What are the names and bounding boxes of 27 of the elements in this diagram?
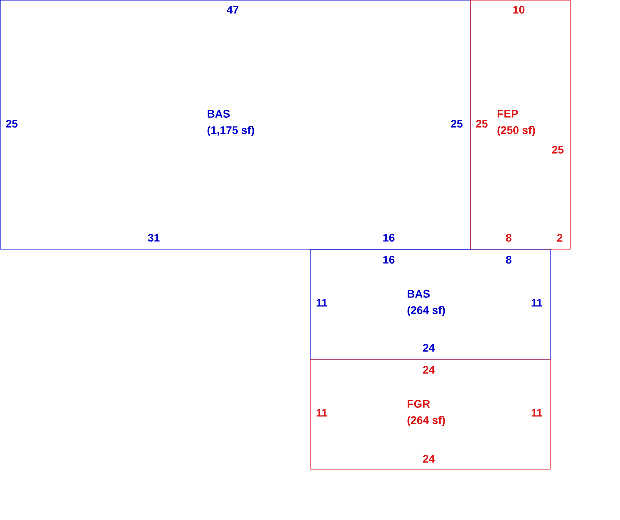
room-name: FEP [498,110,518,118]
dimension-label: 25 [6,120,18,128]
dimension-label: 8 [506,256,512,264]
dimension-label: 24 [423,455,436,463]
room-area: (264 sf) [408,416,446,426]
dimension-label: 16 [384,256,395,264]
dimension-label: 24 [423,366,436,374]
room-area: (264 sf) [408,306,446,316]
dimension-label: 11 [532,409,542,417]
dimension-label: 8 [506,234,512,242]
dimension-label: 47 [227,6,239,14]
dimension-label: 16 [384,234,395,242]
room-area: (1,175 sf) [208,126,254,136]
dimension-label: 25 [552,146,564,154]
dimension-label: 25 [476,120,488,128]
dimension-label: 11 [316,409,328,417]
dimension-label: 25 [451,120,463,128]
dimension-label: 11 [316,299,328,307]
dimension-label: 11 [532,299,542,307]
dimension-label: 10 [514,6,525,14]
dimension-label: 31 [148,234,160,242]
room-name: BAS [408,290,430,298]
room-name: FGR [408,400,430,408]
room-name: BAS [208,110,230,118]
dimension-label: 2 [557,234,563,242]
room-area: (250 sf) [498,126,536,136]
dimension-label: 24 [423,344,436,352]
